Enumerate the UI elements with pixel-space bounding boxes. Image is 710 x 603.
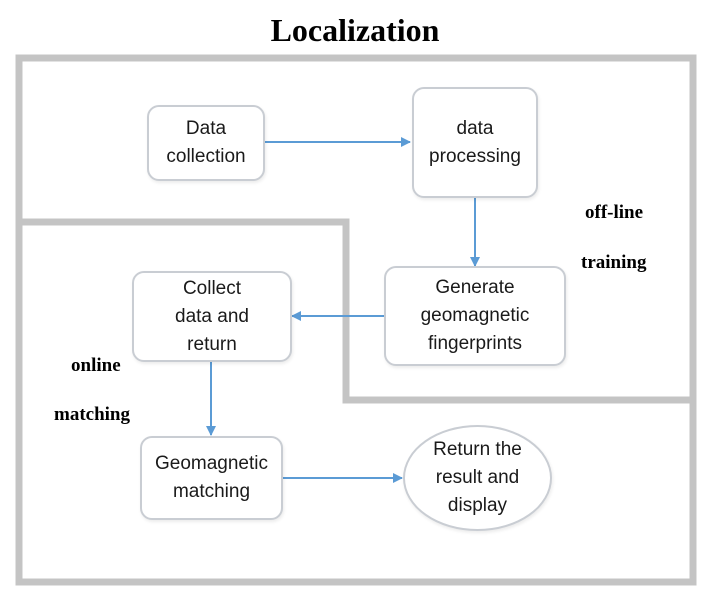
geomagnetic-matching-node: Geomagnetic matching bbox=[140, 436, 283, 520]
online-label-line1: online bbox=[71, 355, 121, 376]
collect-data-return-node: Collect data and return bbox=[132, 271, 292, 362]
data-collection-node: Data collection bbox=[147, 105, 265, 181]
outer-frame bbox=[15, 54, 697, 586]
diagram-title: Localization bbox=[270, 12, 440, 48]
offline-label-line1: off-line bbox=[585, 202, 644, 223]
online-label-line2: matching bbox=[54, 404, 130, 425]
generate-fingerprints-node: Generate geomagnetic fingerprints bbox=[384, 266, 566, 366]
return-result-node: Return the result and display bbox=[403, 425, 552, 531]
data-processing-node: data processing bbox=[412, 87, 538, 198]
phase-separator bbox=[19, 218, 693, 404]
offline-label-line2: training bbox=[581, 252, 647, 273]
